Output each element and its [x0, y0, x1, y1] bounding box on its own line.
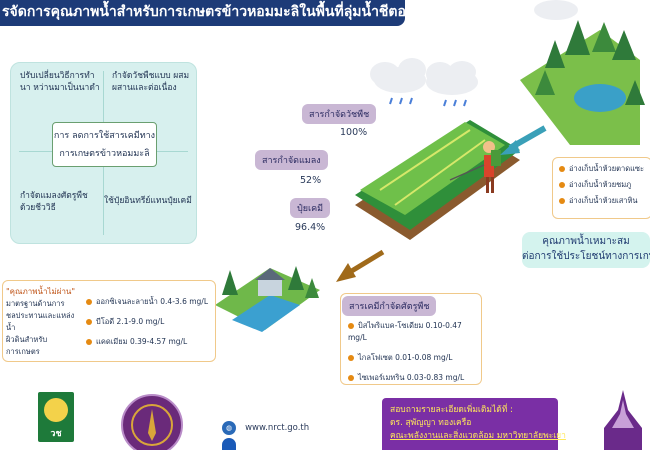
bullet-icon — [86, 299, 92, 305]
insecticide-percent: 52% — [300, 175, 322, 186]
suitability-line-1: คุณภาพน้ำเหมาะสม — [542, 236, 630, 247]
bullet-icon — [559, 198, 565, 204]
suitability-line-2: ต่อการใช้ประโยชน์ทางการเกษ — [522, 251, 650, 262]
list-item: บีโอดี 2.1-9.0 mg/L — [86, 316, 214, 328]
note-line: ชลประทานและแหล่งน้ำ — [6, 311, 75, 332]
cloud-icon — [370, 58, 426, 105]
insecticide-label: สารกำจัดแมลง — [255, 150, 328, 170]
bullet-icon — [86, 339, 92, 345]
water-suitability-box: คุณภาพน้ำเหมาะสม ต่อการใช้ประโยชน์ทางการ… — [522, 232, 650, 268]
list-item: ไซเพอร์เมทริน 0.03-0.83 mg/L — [348, 372, 480, 384]
herbicide-label: สารกำจัดวัชพืช — [302, 104, 377, 124]
list-item: แคดเมียม 0.39-4.57 mg/L — [86, 336, 214, 348]
village-illustration — [215, 266, 320, 332]
list-item: ไกลโฟเซต 0.01-0.08 mg/L — [348, 352, 480, 364]
rice-field-illustration — [355, 120, 520, 240]
contact-line: สอบถามรายละเอียดเพิ่มเติมได้ที่ : — [390, 405, 513, 415]
emblem-icon — [44, 398, 68, 422]
farmer-figure — [449, 141, 501, 193]
water-params-list: ออกซิเจนละลายน้ำ 0.4-3.6 mg/L บีโอดี 2.1… — [86, 296, 214, 348]
practice-transplanting: ปรับเปลี่ยนวิธีการทำนา หว่านมาเป็นนาดำ — [20, 71, 100, 93]
forest-illustration — [520, 20, 645, 145]
goal-line-1: การ ลดการใช้สารเคมีทาง — [53, 131, 156, 141]
center-goal-box: การ ลดการใช้สารเคมีทาง การเกษตรข้าวหอมมะ… — [52, 122, 157, 167]
logo-text: วช — [50, 429, 62, 439]
note-line: มาตรฐานด้านการ — [6, 299, 65, 308]
contact-line: ดร. สุพัญญา ทองเครือ — [390, 418, 472, 428]
bullet-icon — [348, 355, 354, 361]
cloud-icon — [534, 0, 578, 20]
university-seal-icon — [121, 394, 183, 450]
facebook-icon[interactable] — [222, 438, 236, 450]
pesticide-list: บิสไพริแบค-โซเดียม 0.10-0.47 mg/L ไกลโฟเ… — [348, 320, 480, 384]
practice-biocontrol: กำจัดแมลงศัตรูพืช ด้วยชีววิธี — [20, 191, 88, 213]
nrct-logo: วช — [38, 392, 74, 442]
cloud-icon — [426, 61, 478, 107]
list-item: บิสไพริแบค-โซเดียม 0.10-0.47 mg/L — [348, 321, 462, 342]
water-quality-note: "คุณภาพน้ำไม่ผ่าน" มาตรฐานด้านการ ชลประท… — [6, 286, 80, 358]
header-banner: รจัดการคุณภาพน้ำสำหรับการเกษตรข้าวหอมมะล… — [0, 0, 405, 26]
herbicide-percent: 100% — [340, 127, 368, 138]
note-title: "คุณภาพน้ำไม่ผ่าน" — [6, 287, 76, 296]
arrow-icon — [336, 249, 385, 282]
list-item: อ่างเก็บน้ำห้วยเสาหิน — [559, 195, 650, 207]
bullet-icon — [559, 166, 565, 172]
banner-title: รจัดการคุณภาพน้ำสำหรับการเกษตรข้าวหอมมะล… — [2, 4, 405, 20]
goal-line-2: การเกษตรข้าวหอมมะลิ — [59, 149, 150, 159]
list-item: อ่างเก็บน้ำห้วยชมภู — [559, 179, 650, 191]
globe-icon: ◍ — [222, 420, 236, 435]
fertilizer-label: ปุ๋ยเคมี — [290, 198, 331, 218]
website-link[interactable]: www.nrct.go.th — [245, 422, 310, 433]
bullet-icon — [86, 319, 92, 325]
temple-logo-icon — [604, 390, 642, 450]
practice-organic-fertilizer: ใช้ปุ๋ยอินทรีย์แทนปุ๋ยเคมี — [104, 196, 192, 206]
list-item: อ่างเก็บน้ำห้วยตาดแซะ — [559, 163, 650, 175]
bullet-icon — [348, 323, 354, 329]
water-quality-box — [2, 280, 216, 362]
bullet-icon — [348, 375, 354, 381]
fertilizer-percent: 96.4% — [295, 222, 326, 233]
contact-box: สอบถามรายละเอียดเพิ่มเติมได้ที่ : ดร. สุ… — [382, 398, 566, 450]
contact-line: คณะพลังงานและสิ่งแวดล้อม มหาวิทยาลัยพะเย… — [390, 431, 566, 441]
website-row: ◍ www.nrct.go.th — [222, 417, 309, 436]
arrow-icon — [500, 125, 547, 155]
bullet-icon — [559, 182, 565, 188]
list-item: ออกซิเจนละลายน้ำ 0.4-3.6 mg/L — [86, 296, 214, 308]
note-line: ผิวดินสำหรับการเกษตร — [6, 335, 48, 356]
practice-weed-control: กำจัดวัชพืชแบบ ผสมผสานและต่อเนื่อง — [112, 71, 190, 93]
reservoir-list: อ่างเก็บน้ำห้วยตาดแซะ อ่างเก็บน้ำห้วยชมภ… — [552, 157, 650, 219]
pesticide-title: สารเคมีกำจัดศัตรูพืช — [342, 296, 437, 316]
